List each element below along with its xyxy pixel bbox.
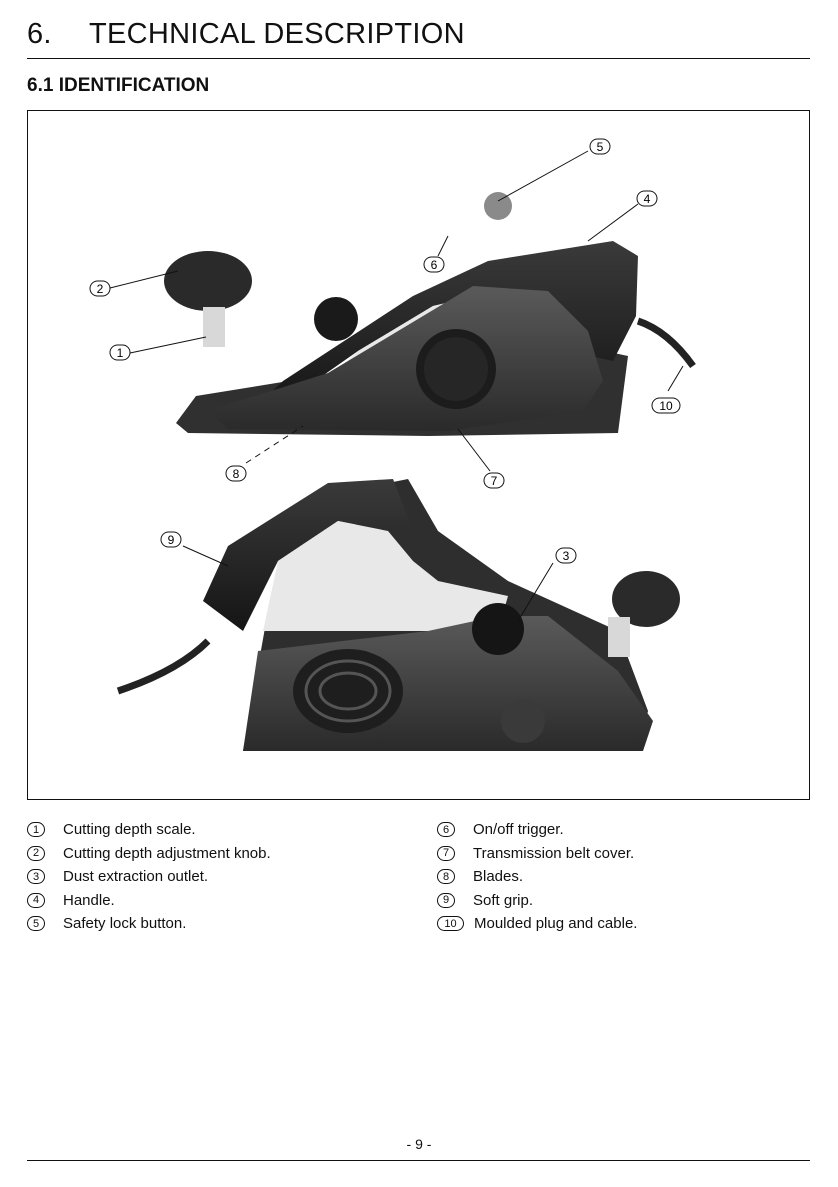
- planer-illustration: 5 4 6 2 1 10 8: [28, 111, 809, 799]
- identification-figure: 5 4 6 2 1 10 8: [27, 110, 810, 800]
- legend-number-badge: 7: [437, 846, 455, 861]
- legend-text: Transmission belt cover.: [473, 845, 634, 862]
- legend-number-badge: 6: [437, 822, 455, 837]
- callout-3-marker: 3: [556, 548, 576, 563]
- legend-item: 7 Transmission belt cover.: [437, 842, 637, 866]
- callout-9: 9: [168, 533, 175, 547]
- legend-number-badge: 3: [27, 869, 45, 884]
- planer-bottom-view: [118, 479, 680, 751]
- planer-top-view: [164, 192, 693, 436]
- legend-item: 8 Blades.: [437, 865, 637, 889]
- legend-right: 6 On/off trigger. 7 Transmission belt cove…: [437, 818, 637, 936]
- legend-text: Cutting depth adjustment knob.: [63, 845, 271, 862]
- callout-5: 5: [597, 140, 604, 154]
- callout-10: 10: [659, 399, 673, 413]
- legend-number-badge: 2: [27, 846, 45, 861]
- callout-5-marker: 5: [590, 139, 610, 154]
- callout-4: 4: [644, 192, 651, 206]
- legend-text: Moulded plug and cable.: [474, 915, 637, 932]
- legend-number-badge: 5: [27, 916, 45, 931]
- callout-10-marker: 10: [652, 398, 680, 413]
- legend-text: Dust extraction outlet.: [63, 868, 208, 885]
- legend-number-badge: 4: [27, 893, 45, 908]
- callout-6: 6: [431, 258, 438, 272]
- legend-text: On/off trigger.: [473, 821, 564, 838]
- section-title-text: TECHNICAL DESCRIPTION: [89, 18, 465, 50]
- legend-number-badge: 9: [437, 893, 455, 908]
- legend-text: Blades.: [473, 868, 523, 885]
- legend-text: Cutting depth scale.: [63, 821, 196, 838]
- legend-item: 3 Dust extraction outlet.: [27, 865, 271, 889]
- section-title: 6.TECHNICAL DESCRIPTION: [27, 18, 465, 51]
- legend-text: Soft grip.: [473, 892, 533, 909]
- subsection-title: 6.1 IDENTIFICATION: [27, 75, 209, 97]
- legend-item: 6 On/off trigger.: [437, 818, 637, 842]
- callout-2-marker: 2: [90, 281, 110, 296]
- callout-8-marker: 8: [226, 466, 246, 481]
- callout-7: 7: [491, 474, 498, 488]
- page-number: - 9 -: [0, 1136, 838, 1152]
- legend-item: 10 Moulded plug and cable.: [437, 912, 637, 936]
- callout-6-marker: 6: [424, 257, 444, 272]
- top-rule: [27, 58, 810, 59]
- legend-text: Handle.: [63, 892, 115, 909]
- section-number: 6.: [27, 18, 89, 51]
- callout-3: 3: [563, 549, 570, 563]
- callout-7-marker: 7: [484, 473, 504, 488]
- legend-number-badge: 10: [437, 916, 464, 931]
- callout-1: 1: [117, 346, 124, 360]
- callout-4-marker: 4: [637, 191, 657, 206]
- legend-item: 1 Cutting depth scale.: [27, 818, 271, 842]
- callout-1-marker: 1: [110, 345, 130, 360]
- legend-text: Safety lock button.: [63, 915, 186, 932]
- legend-item: 4 Handle.: [27, 889, 271, 913]
- legend-item: 9 Soft grip.: [437, 889, 637, 913]
- callout-2: 2: [97, 282, 104, 296]
- bottom-rule: [27, 1160, 810, 1161]
- legend-item: 2 Cutting depth adjustment knob.: [27, 842, 271, 866]
- callout-9-marker: 9: [161, 532, 181, 547]
- legend-number-badge: 1: [27, 822, 45, 837]
- legend-left: 1 Cutting depth scale. 2 Cutting depth adj…: [27, 818, 271, 936]
- legend-item: 5 Safety lock button.: [27, 912, 271, 936]
- callout-8: 8: [233, 467, 240, 481]
- legend-number-badge: 8: [437, 869, 455, 884]
